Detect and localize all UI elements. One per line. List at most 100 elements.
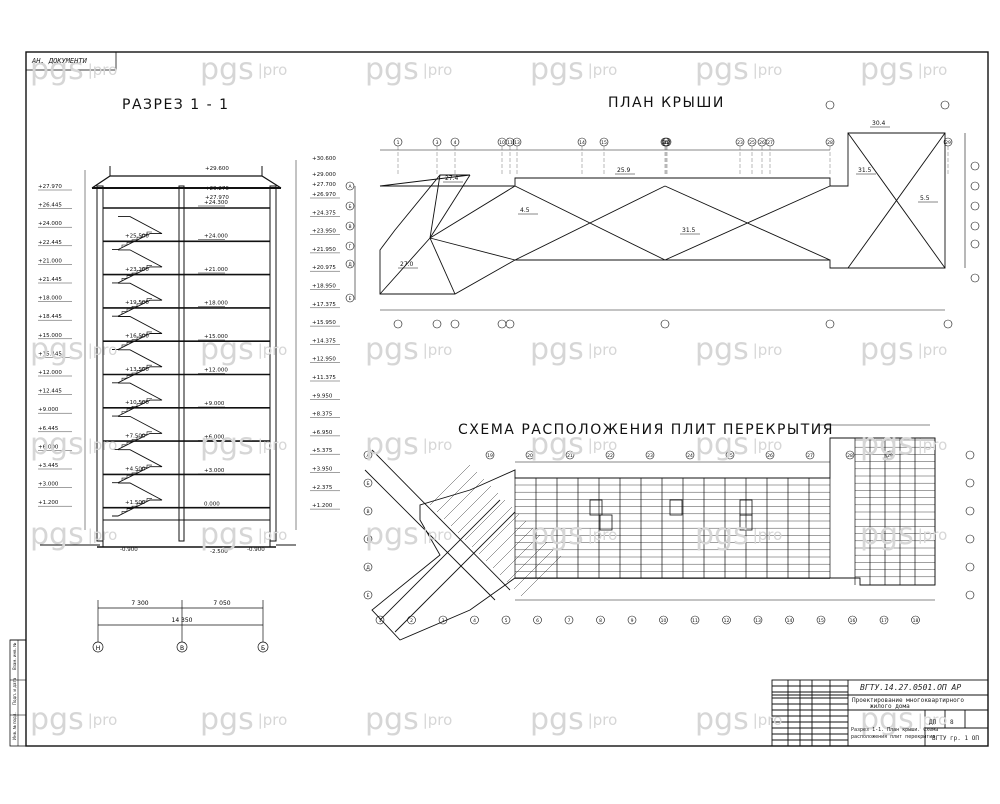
slab-axis-top: 23 bbox=[647, 453, 653, 459]
slab-axis-left: Г bbox=[367, 537, 370, 543]
axis-label-b: Б bbox=[261, 645, 265, 652]
roof-axis-left: Е bbox=[349, 296, 352, 302]
side-stamp-label: Инв. № подл. bbox=[12, 712, 17, 740]
watermark: pgs|pro bbox=[695, 427, 783, 462]
watermark: pgs|pro bbox=[695, 517, 783, 552]
axis-marker-v bbox=[176, 641, 188, 653]
left-level: +3.445 bbox=[38, 463, 59, 469]
right-level: +11.375 bbox=[312, 375, 336, 381]
roof-axis-top: 28 bbox=[827, 140, 833, 146]
right-level: +12.950 bbox=[312, 357, 336, 363]
slab-axis-top: 29 bbox=[887, 453, 893, 459]
stair-mark: +25.500 bbox=[125, 234, 149, 240]
roof-slope: 4.5 bbox=[520, 207, 530, 214]
right-level: +15.950 bbox=[312, 320, 336, 326]
left-level: +3.000 bbox=[38, 482, 59, 488]
roof-slope: 31.5 bbox=[682, 227, 696, 234]
roof-axis-top: 21 bbox=[663, 140, 669, 146]
watermark: pgs|pro bbox=[695, 332, 783, 367]
roof-axis-top: 11 bbox=[507, 140, 513, 146]
slab-axis-bottom: 14 bbox=[787, 618, 793, 624]
watermark: pgs|pro bbox=[365, 517, 453, 552]
floor-mark: +9.000 bbox=[204, 401, 225, 407]
roof-axis-top: 13 bbox=[514, 140, 520, 146]
slab-axis-bottom: 9 bbox=[631, 618, 634, 624]
floor-mark: +15.000 bbox=[204, 334, 228, 340]
watermark: pgs|pro bbox=[530, 332, 618, 367]
roof-slope: 27.0 bbox=[400, 261, 414, 268]
side-stamp-label: Подп. и дата bbox=[12, 677, 17, 705]
slab-axis-top: 21 bbox=[567, 453, 573, 459]
left-level: +12.000 bbox=[38, 370, 62, 376]
roof-slope: 5.5 bbox=[920, 195, 930, 202]
stair-mark: +19.500 bbox=[125, 300, 149, 306]
slab-axis-bottom: 6 bbox=[536, 618, 539, 624]
left-level: +12.445 bbox=[38, 389, 62, 395]
right-level: +9.950 bbox=[312, 393, 333, 399]
watermark: pgs|pro bbox=[365, 332, 453, 367]
axis-marker-n bbox=[92, 641, 104, 653]
tb-org: ВГТУ гр. 1 ОП bbox=[932, 735, 979, 742]
base-mark: -0.900 bbox=[247, 547, 265, 553]
watermark: pgs|pro bbox=[200, 427, 288, 462]
roof-axis-top: 3 bbox=[436, 140, 439, 146]
top-mark: +27.700 bbox=[312, 182, 336, 188]
roof-axis-top: 23 bbox=[737, 140, 743, 146]
tb-project-2: жилого дома bbox=[870, 703, 910, 710]
watermark: pgs|pro bbox=[860, 52, 948, 87]
left-level: +21.000 bbox=[38, 258, 62, 264]
stair-mark: +4.500 bbox=[125, 467, 146, 473]
roof-axis-left: Б bbox=[348, 204, 351, 210]
slab-axis-bottom: 15 bbox=[818, 618, 824, 624]
axis-label-v: В bbox=[180, 645, 184, 652]
roof-plan-dimensions bbox=[354, 133, 966, 311]
tb-project: Проектирование многоквартирного bbox=[852, 697, 964, 704]
right-level: +3.950 bbox=[312, 467, 333, 473]
slab-axis-top: 20 bbox=[527, 453, 533, 459]
stair-mark: +10.500 bbox=[125, 400, 149, 406]
slab-axis-bottom: 18 bbox=[913, 618, 919, 624]
left-level: +21.445 bbox=[38, 277, 62, 283]
watermark: pgs|pro bbox=[530, 702, 618, 737]
tb-code: ВГТУ.14.27.0501.ОП АР bbox=[860, 683, 962, 692]
top-mark: +29.600 bbox=[205, 166, 229, 172]
slab-axis-left: В bbox=[366, 509, 369, 515]
roof-axis-top: 10 bbox=[499, 140, 505, 146]
top-mark: +27.970 bbox=[205, 195, 229, 201]
dim-left: 7 300 bbox=[131, 600, 148, 607]
watermark: pgs|pro bbox=[200, 702, 288, 737]
slab-axis-left: А bbox=[366, 453, 370, 459]
slab-axis-bottom: 17 bbox=[881, 618, 887, 624]
slab-axis-top: 19 bbox=[487, 453, 493, 459]
watermark: pgs|pro bbox=[530, 52, 618, 87]
roof-axis-top: 26 bbox=[759, 140, 765, 146]
right-level: +18.950 bbox=[312, 284, 336, 290]
floor-mark: +18.000 bbox=[204, 301, 228, 307]
roof-axis-top: 4 bbox=[454, 140, 457, 146]
roof-axis-left: Г bbox=[349, 244, 352, 250]
slab-axis-top: 26 bbox=[767, 453, 773, 459]
roof-slope: 30.4 bbox=[872, 120, 886, 127]
left-level: +15.000 bbox=[38, 333, 62, 339]
right-level: +8.375 bbox=[312, 412, 333, 418]
slab-axis-bottom: 1 bbox=[379, 618, 382, 624]
stair-mark: +7.500 bbox=[125, 433, 146, 439]
top-mark: +29.000 bbox=[312, 172, 336, 178]
watermark: pgs|pro bbox=[30, 517, 118, 552]
slab-axis-bottom: 10 bbox=[661, 618, 667, 624]
left-level: +9.000 bbox=[38, 407, 59, 413]
section-stairs: +1.500+4.500+7.500+10.500+13.500+16.500+… bbox=[112, 216, 163, 517]
watermark: pgs|pro bbox=[695, 702, 783, 737]
section-title: РАЗРЕЗ 1 - 1 bbox=[122, 97, 230, 113]
stamp-text: АН. ДОКУМЕНТИ bbox=[32, 57, 87, 65]
roof-plan-slopes: 27.425.94.527.031.530.431.55.5 bbox=[398, 120, 938, 269]
section-floors: +24.300+24.000+21.000+18.000+15.000+12.0… bbox=[103, 156, 336, 555]
tb-sheet-caption: Разрез 1-1. План крыши. Схема bbox=[851, 727, 939, 733]
roof-slope: 27.4 bbox=[445, 175, 459, 182]
slab-axis-top: 25 bbox=[727, 453, 733, 459]
right-level: +20.975 bbox=[312, 265, 336, 271]
roof-axis-left: Д bbox=[348, 262, 352, 268]
floor-mark: 0.000 bbox=[204, 502, 220, 508]
